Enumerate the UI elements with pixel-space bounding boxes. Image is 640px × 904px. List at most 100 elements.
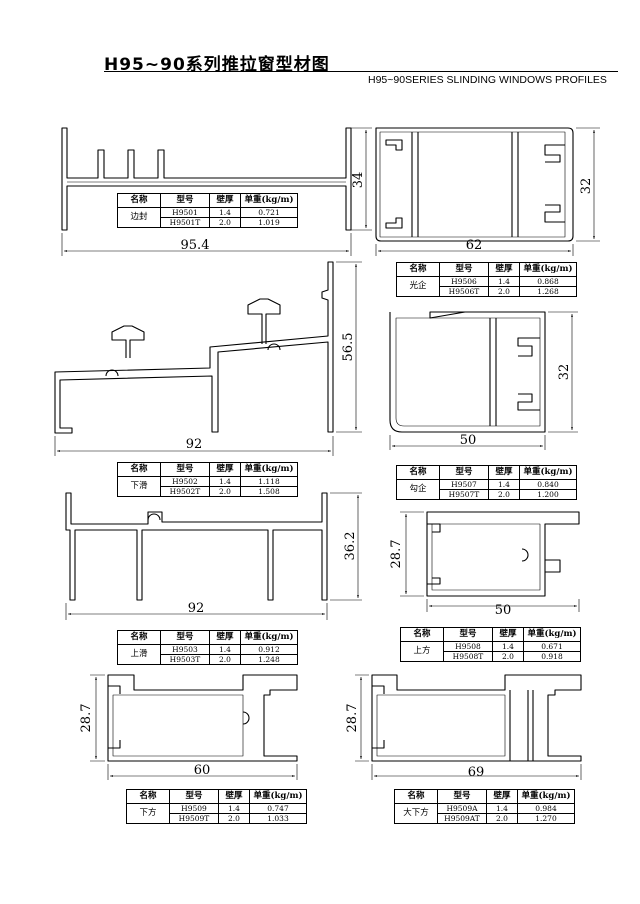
- header-model: 型号: [160, 193, 210, 208]
- header-weight: 单重(kg/m): [519, 262, 577, 277]
- thickness: 1.4: [488, 276, 520, 287]
- profile-bottom-frame: [90, 674, 298, 780]
- profile-hook-interlock: [389, 311, 578, 450]
- profile-name: 边封: [117, 207, 161, 228]
- thickness: 1.4: [209, 644, 241, 655]
- dim-height-top-frame: 28.7: [389, 540, 404, 569]
- model: H9509T: [169, 813, 219, 824]
- dim-height-bottom-frame: 28.7: [79, 704, 94, 733]
- model: H9508: [443, 641, 493, 652]
- profile-name: 下滑: [117, 476, 161, 497]
- header-weight: 单重(kg/m): [249, 789, 307, 804]
- header-thickness: 壁厚: [488, 465, 520, 480]
- header-weight: 单重(kg/m): [517, 789, 575, 804]
- header-thickness: 壁厚: [486, 789, 518, 804]
- header-model: 型号: [169, 789, 219, 804]
- header-weight: 单重(kg/m): [240, 630, 298, 645]
- profile-name: 光企: [396, 276, 440, 297]
- model: H9503: [160, 644, 210, 655]
- dim-height-top-slide: 36.2: [343, 532, 358, 561]
- header-name: 名称: [400, 627, 444, 642]
- weight: 0.868: [519, 276, 577, 287]
- header-model: 型号: [160, 630, 210, 645]
- header-name: 名称: [396, 262, 440, 277]
- thickness: 2.0: [209, 486, 241, 497]
- thickness: 2.0: [209, 654, 241, 665]
- profile-bottom-slide: [54, 261, 362, 456]
- weight: 0.671: [523, 641, 581, 652]
- profile-top-frame: [400, 511, 580, 612]
- dim-height-smooth: 32: [579, 178, 594, 195]
- header-name: 名称: [117, 630, 161, 645]
- thickness: 2.0: [488, 489, 520, 500]
- dim-height-hook: 32: [557, 364, 572, 381]
- profile-smooth-interlock: [375, 127, 600, 256]
- header-thickness: 壁厚: [218, 789, 250, 804]
- profile-name: 上滑: [117, 644, 161, 665]
- thickness: 2.0: [488, 286, 520, 297]
- model: H9502T: [160, 486, 210, 497]
- dim-height-sealing: 34: [351, 172, 366, 189]
- header-model: 型号: [439, 262, 489, 277]
- header-weight: 单重(kg/m): [519, 465, 577, 480]
- dim-width-top-frame: 50: [495, 603, 512, 618]
- weight: 1.033: [249, 813, 307, 824]
- thickness: 1.4: [209, 476, 241, 487]
- thickness: 1.4: [488, 479, 520, 490]
- dim-width-hook: 50: [460, 433, 477, 448]
- header-weight: 单重(kg/m): [240, 462, 298, 477]
- profile-name: 下方: [126, 803, 170, 824]
- model: H9501: [160, 207, 210, 218]
- thickness: 1.4: [209, 207, 241, 218]
- model: H9506T: [439, 286, 489, 297]
- header-thickness: 壁厚: [209, 630, 241, 645]
- weight: 1.270: [517, 813, 575, 824]
- weight: 0.721: [240, 207, 298, 218]
- dim-width-large-bottom: 69: [468, 765, 485, 780]
- header-model: 型号: [160, 462, 210, 477]
- dim-width-top-slide: 92: [188, 601, 205, 616]
- model: H9502: [160, 476, 210, 487]
- weight: 1.508: [240, 486, 298, 497]
- weight: 0.912: [240, 644, 298, 655]
- thickness: 1.4: [492, 641, 524, 652]
- profile-sealing-side: [61, 127, 372, 256]
- header-thickness: 壁厚: [488, 262, 520, 277]
- header-weight: 单重(kg/m): [523, 627, 581, 642]
- header-thickness: 壁厚: [492, 627, 524, 642]
- model: H9507: [439, 479, 489, 490]
- profile-name: 勾企: [396, 479, 440, 500]
- weight: 1.019: [240, 217, 298, 228]
- header-name: 名称: [126, 789, 170, 804]
- thickness: 1.4: [486, 803, 518, 814]
- weight: 0.918: [523, 651, 581, 662]
- thickness: 2.0: [209, 217, 241, 228]
- weight: 0.747: [249, 803, 307, 814]
- weight: 1.200: [519, 489, 577, 500]
- header-name: 名称: [396, 465, 440, 480]
- model: H9509AT: [437, 813, 487, 824]
- header-weight: 单重(kg/m): [240, 193, 298, 208]
- thickness: 2.0: [218, 813, 250, 824]
- page-title: H95~90系列推拉窗型材图: [104, 55, 330, 75]
- weight: 0.984: [517, 803, 575, 814]
- model: H9503T: [160, 654, 210, 665]
- header-model: 型号: [437, 789, 487, 804]
- dim-height-bottom-slide: 56.5: [341, 333, 356, 362]
- thickness: 2.0: [486, 813, 518, 824]
- page-subtitle: H95~90SERIES SLINDING WINDOWS PROFILES: [368, 74, 607, 86]
- header-thickness: 壁厚: [209, 193, 241, 208]
- weight: 0.840: [519, 479, 577, 490]
- dim-width-sealing: 95.4: [181, 238, 210, 253]
- header-thickness: 壁厚: [209, 462, 241, 477]
- model: H9509A: [437, 803, 487, 814]
